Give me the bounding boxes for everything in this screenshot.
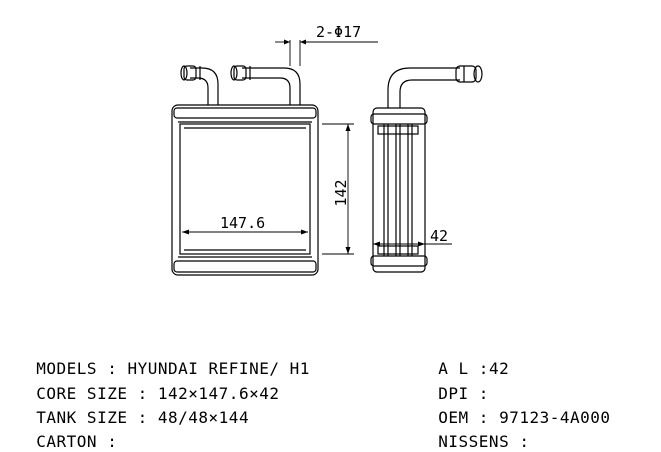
dim-pipe: 2-Φ17 <box>316 23 361 41</box>
spec-oem: OEM : 97123-4A000 <box>438 408 611 427</box>
spec-al: A L :42 <box>438 359 510 378</box>
spec-tank-size: TANK SIZE : 48/48×144 <box>36 408 250 427</box>
dim-width: 147.6 <box>220 214 265 232</box>
spec-models: MODELS : HYUNDAI REFINE/ H1 <box>36 359 310 378</box>
dim-height: 142 <box>332 179 350 206</box>
front-view <box>171 65 319 276</box>
spec-core-size: CORE SIZE : 142×147.6×42 <box>36 384 280 403</box>
heater-core-drawing: 2-Φ17 142 147.6 42 <box>171 23 483 276</box>
dim-depth: 42 <box>430 227 448 245</box>
spec-dpi: DPI : <box>438 384 500 403</box>
spec-carton: CARTON : <box>36 432 128 451</box>
side-view <box>370 65 483 273</box>
spec-nissens: NISSENS : <box>438 432 540 451</box>
